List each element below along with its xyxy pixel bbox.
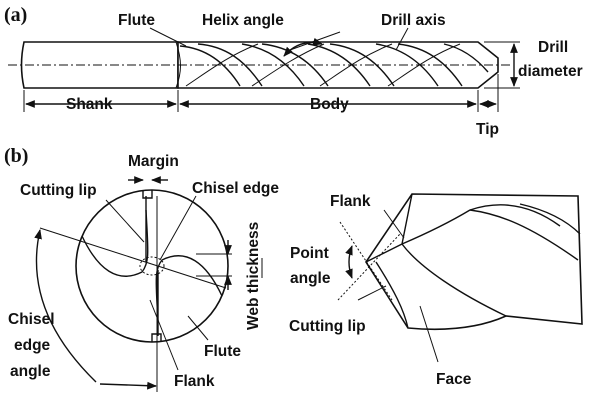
point-angle-arc bbox=[345, 245, 353, 279]
drill-tip-outline bbox=[365, 193, 583, 331]
flute-band bbox=[261, 43, 329, 87]
drill-cross-section bbox=[75, 189, 229, 343]
label-shank: Shank bbox=[66, 96, 113, 113]
helix-angle-line bbox=[289, 31, 341, 51]
label-web-thickness: Web thickness bbox=[245, 222, 262, 330]
drill-side-view bbox=[8, 31, 512, 89]
cutting-lip-leader bbox=[105, 199, 145, 243]
flute-band bbox=[375, 43, 439, 87]
cutting-lip-side-leader bbox=[357, 285, 387, 301]
flute-band bbox=[443, 43, 489, 73]
tip-flute-edge-top bbox=[519, 203, 581, 235]
flute-band bbox=[179, 45, 241, 87]
tip-face-edge bbox=[401, 243, 507, 317]
helix-edge bbox=[319, 43, 393, 87]
chisel-edge-angle-line bbox=[39, 227, 227, 289]
drill-tip-view bbox=[337, 193, 583, 331]
flute-left-contour bbox=[81, 209, 149, 277]
label-chisel-edge-angle-line1: Chisel bbox=[8, 311, 55, 328]
panel-b-label: (b) bbox=[4, 145, 28, 167]
panel-a-label: (a) bbox=[4, 4, 27, 26]
body-shoulder bbox=[175, 41, 181, 89]
drill-end-view bbox=[39, 189, 229, 392]
label-drill-diameter-line2: diameter bbox=[518, 63, 583, 80]
label-chisel-edge-angle-line2: edge bbox=[14, 337, 51, 354]
label-drill-diameter-line1: Drill bbox=[538, 39, 568, 56]
helix-edge bbox=[185, 43, 259, 87]
label-margin: Margin bbox=[128, 153, 179, 170]
flank-leader-b bbox=[149, 299, 179, 371]
helix-angle-arc bbox=[283, 37, 323, 57]
chisel-edge-angle-arrow bbox=[99, 381, 157, 390]
label-chisel-edge-angle-line3: angle bbox=[10, 363, 51, 380]
drill-axis-leader bbox=[395, 27, 409, 51]
label-cutting-lip-side: Cutting lip bbox=[289, 318, 366, 335]
flute-right-contour bbox=[155, 255, 223, 323]
label-point-angle-line1: Point bbox=[290, 245, 329, 262]
tip-flute-edge-mid bbox=[469, 209, 579, 261]
point-angle-line-2 bbox=[337, 233, 401, 301]
chisel-edge-zone bbox=[139, 256, 165, 276]
flute-leader bbox=[149, 27, 187, 47]
flank-side-leader bbox=[383, 209, 405, 239]
tip-cutting-lip bbox=[375, 261, 409, 329]
label-flute: Flute bbox=[118, 12, 155, 29]
label-flute-b: Flute bbox=[204, 343, 241, 360]
face-leader bbox=[419, 305, 439, 363]
flute-leader-b bbox=[187, 315, 209, 341]
label-chisel-edge: Chisel edge bbox=[192, 180, 279, 197]
flute-band bbox=[197, 43, 263, 87]
label-cutting-lip: Cutting lip bbox=[20, 182, 97, 199]
flute-band bbox=[329, 43, 395, 87]
flute-band bbox=[397, 43, 463, 87]
label-point-angle-line2: angle bbox=[290, 270, 331, 287]
label-helix-angle: Helix angle bbox=[202, 12, 284, 29]
label-drill-axis: Drill axis bbox=[381, 12, 446, 29]
chisel-edge-angle-arc bbox=[34, 229, 97, 383]
flute-band bbox=[241, 43, 305, 87]
label-flank-b: Flank bbox=[174, 373, 215, 390]
label-body: Body bbox=[310, 96, 349, 113]
label-face: Face bbox=[436, 371, 472, 388]
chisel-edge-leader bbox=[159, 195, 197, 261]
label-flank-side: Flank bbox=[330, 193, 371, 210]
label-tip: Tip bbox=[476, 121, 499, 138]
margin-notch-top bbox=[142, 190, 153, 199]
helix-edge bbox=[387, 43, 461, 87]
